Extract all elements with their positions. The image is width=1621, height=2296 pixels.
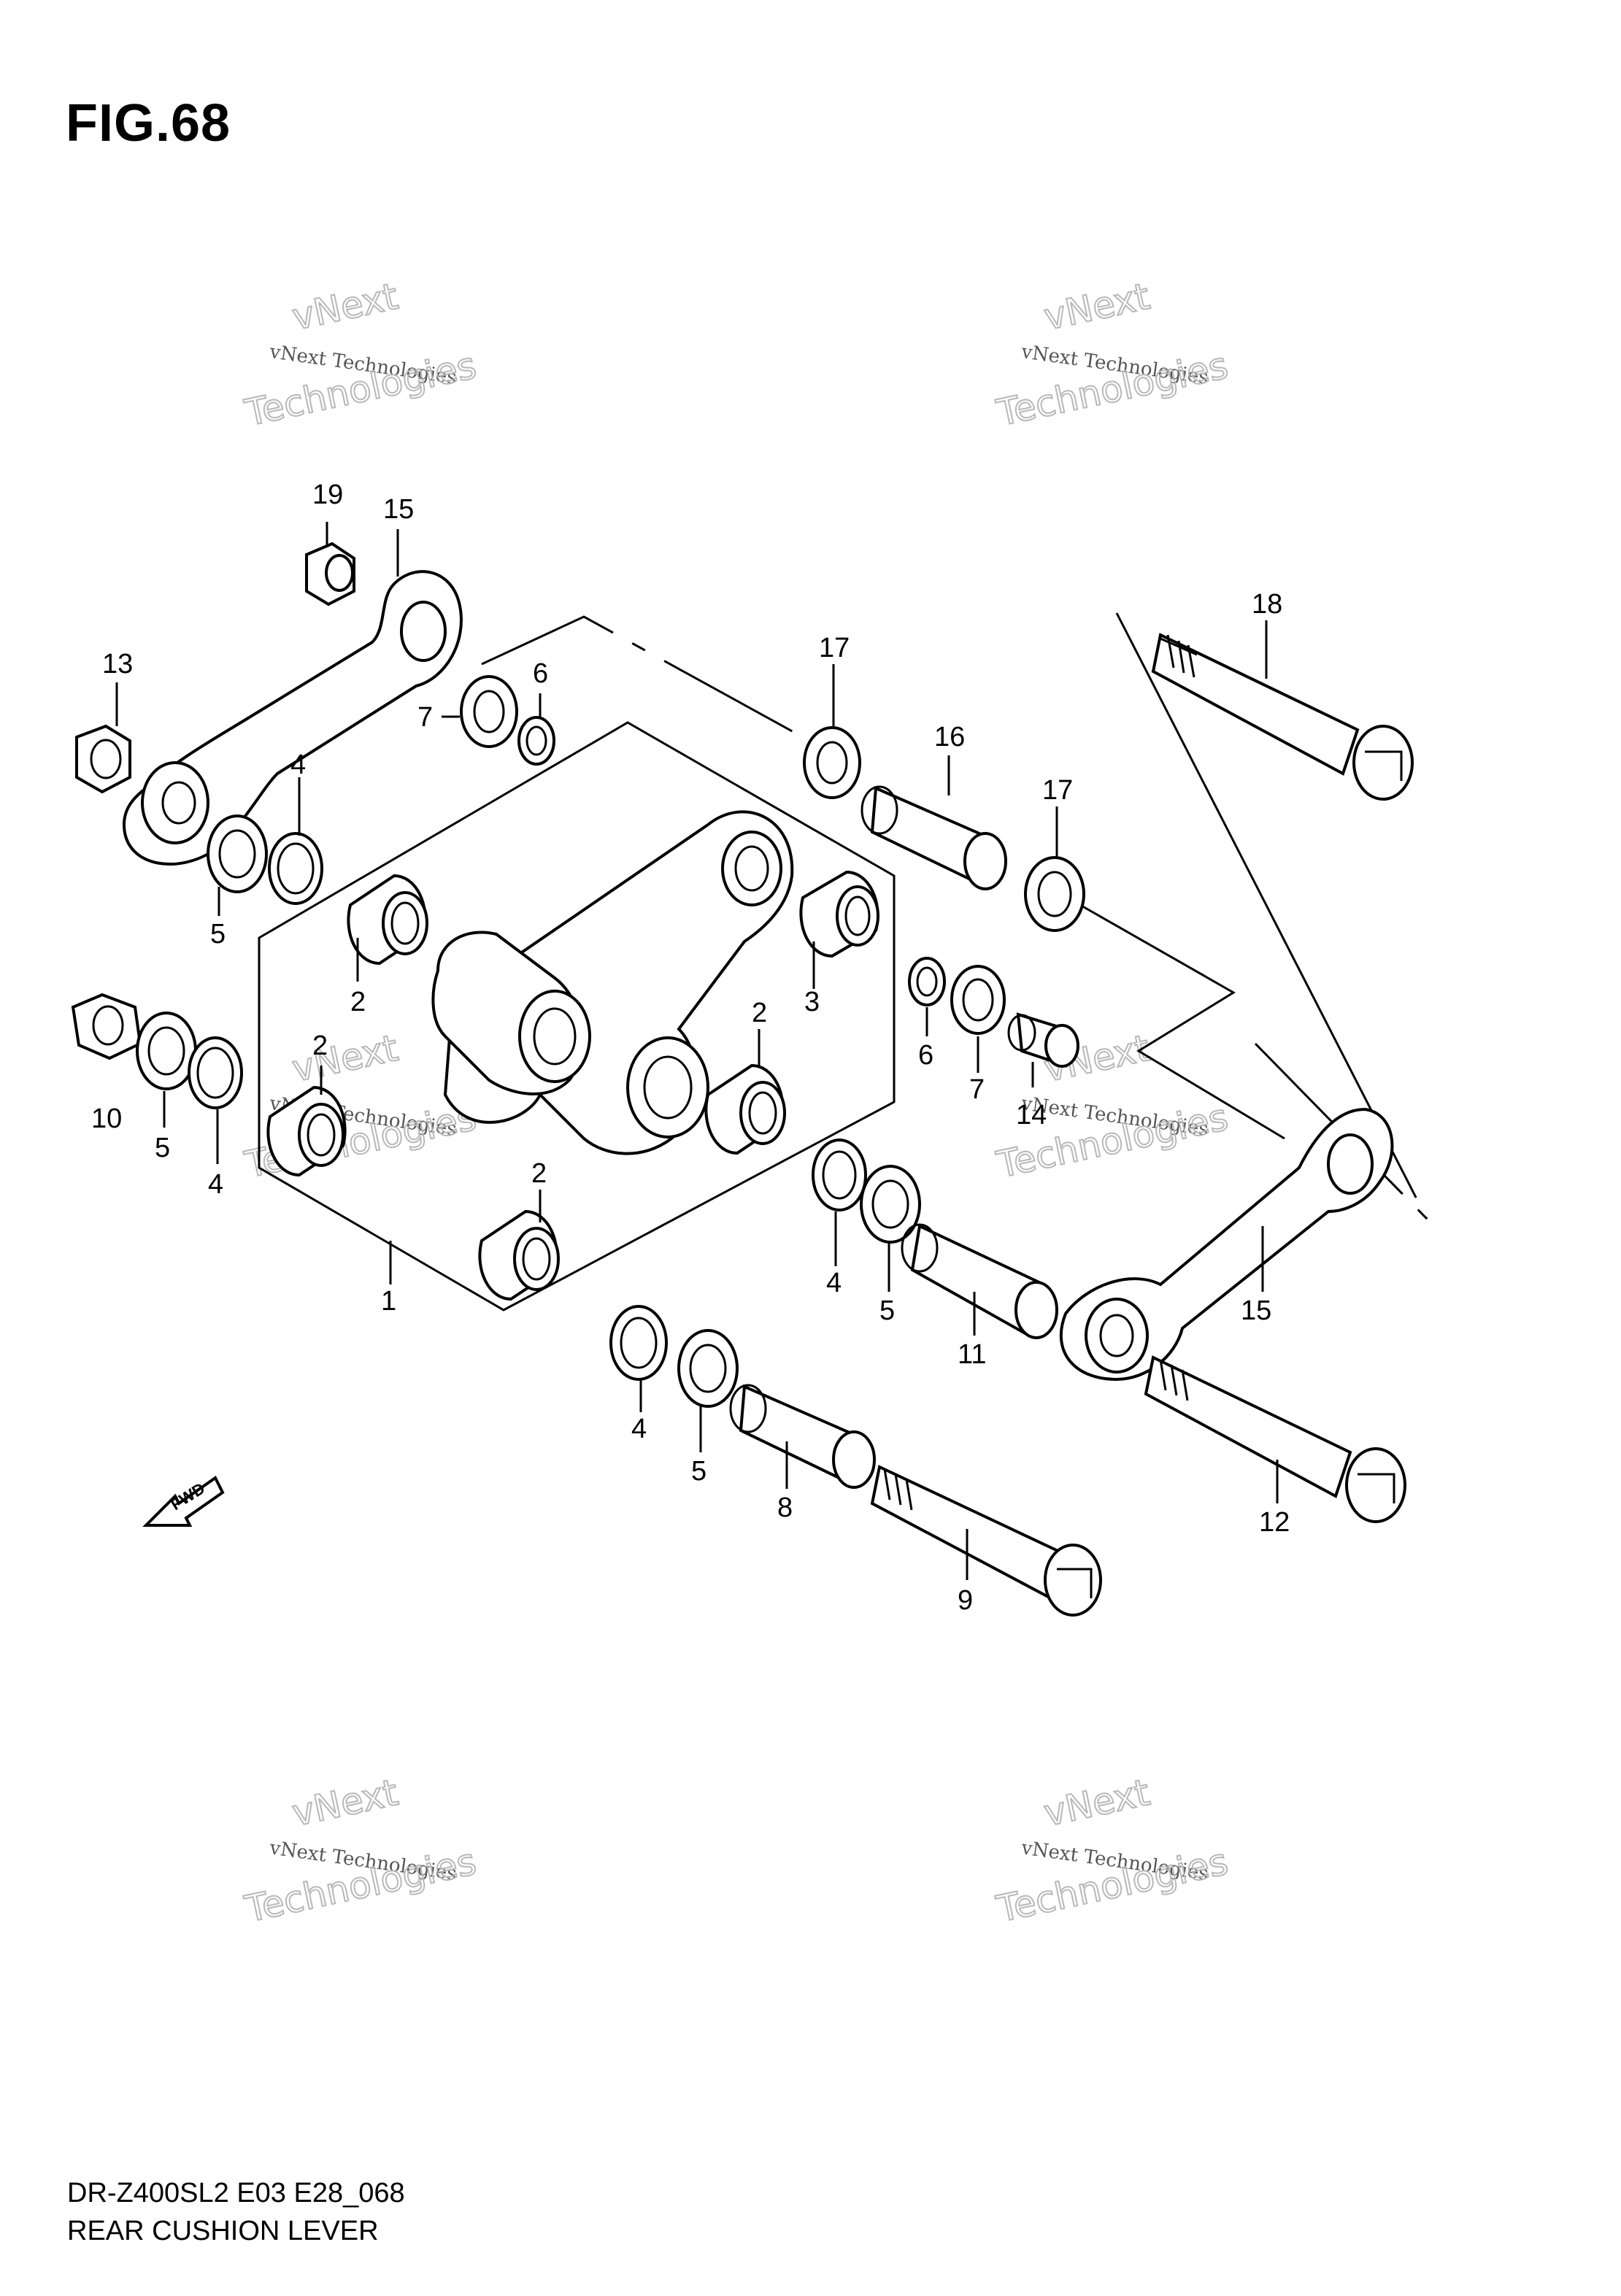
- part-16-spacer[interactable]: [860, 785, 1007, 890]
- callout-15-lower: 15: [1241, 1295, 1271, 1326]
- part-6-seal-right[interactable]: [908, 957, 946, 1006]
- callout-3: 3: [804, 987, 820, 1017]
- callout-6-right: 6: [918, 1040, 933, 1071]
- callout-14: 14: [1016, 1100, 1047, 1130]
- part-14-collar[interactable]: [1007, 1012, 1079, 1068]
- part-2-bearing-a[interactable]: [347, 874, 428, 966]
- callout-17-upper: 17: [819, 633, 850, 663]
- part-17-washer-upper[interactable]: [803, 726, 861, 799]
- part-10-nut[interactable]: [71, 993, 142, 1060]
- callout-7-right: 7: [969, 1074, 985, 1105]
- part-15-cushion-rod-lower[interactable]: [1059, 1107, 1394, 1382]
- fwd-arrow-icon: FWD: [142, 1476, 225, 1527]
- callout-4-left: 4: [208, 1169, 223, 1200]
- part-9-bolt[interactable]: [870, 1465, 1102, 1617]
- part-19-nut[interactable]: [305, 542, 355, 606]
- part-8-spacer[interactable]: [729, 1384, 876, 1489]
- callout-5-upper-left: 5: [210, 919, 226, 949]
- callout-9: 9: [958, 1585, 973, 1616]
- callout-18: 18: [1252, 589, 1282, 620]
- callout-17-lower: 17: [1042, 775, 1073, 806]
- leader-lines: [115, 522, 1279, 1580]
- part-4-seal-left[interactable]: [188, 1036, 243, 1109]
- svg-text:vNext: vNext: [1040, 275, 1153, 339]
- diagram-name: REAR CUSHION LEVER: [67, 2216, 379, 2246]
- callout-1: 1: [381, 1286, 396, 1317]
- callout-7-upper: 7: [417, 702, 433, 733]
- part-5-washer-upper-left[interactable]: [207, 814, 268, 893]
- part-4-seal-bottom[interactable]: [609, 1305, 668, 1381]
- callout-11: 11: [958, 1339, 986, 1370]
- svg-text:vNext: vNext: [1040, 1771, 1153, 1835]
- part-17-washer-lower[interactable]: [1024, 856, 1085, 932]
- svg-text:vNext: vNext: [288, 1027, 401, 1090]
- part-5-washer-center[interactable]: [860, 1165, 921, 1244]
- part-5-washer-left[interactable]: [136, 1012, 197, 1090]
- link-assembly-frame: [481, 615, 804, 739]
- watermark: vNext vNext Technologies Technologies: [992, 274, 1232, 436]
- lever-assembly-frame: [258, 721, 896, 1311]
- callout-2-b: 2: [312, 1030, 328, 1061]
- part-7-washer-upper[interactable]: [460, 675, 518, 748]
- part-13-nut[interactable]: [75, 724, 131, 794]
- callout-12: 12: [1259, 1507, 1290, 1538]
- callout-labels: 19 15 13 6 7 4 5 17 16 17 18 2 3 6 7 14 …: [91, 479, 1290, 1616]
- callout-16: 16: [934, 722, 965, 752]
- callout-4-upper-left: 4: [290, 750, 306, 780]
- svg-text:vNext: vNext: [288, 1771, 401, 1835]
- part-5-washer-bottom[interactable]: [677, 1329, 739, 1408]
- watermark: vNext vNext Technologies Technologies: [240, 274, 480, 436]
- callout-6-upper: 6: [533, 658, 548, 689]
- figure-title: FIG.68: [66, 94, 231, 153]
- callout-2-a: 2: [350, 987, 366, 1017]
- callout-15-upper: 15: [383, 494, 414, 525]
- watermark: vNext vNext Technologies Technologies: [992, 1771, 1232, 1932]
- svg-text:vNext: vNext: [288, 275, 401, 339]
- part-3-bearing[interactable]: [799, 870, 879, 958]
- callout-4-center: 4: [826, 1268, 842, 1298]
- model-code: DR-Z400SL2 E03 E28_068: [67, 2178, 405, 2208]
- watermark: vNext vNext Technologies Technologies: [240, 1771, 480, 1932]
- part-1-cushion-lever[interactable]: [431, 810, 794, 1155]
- right-bolt-frame: [1115, 612, 1428, 1220]
- part-6-seal-upper[interactable]: [517, 716, 555, 766]
- callout-19: 19: [312, 479, 343, 510]
- part-4-seal-center[interactable]: [812, 1139, 867, 1211]
- part-2-bearing-d[interactable]: [478, 1209, 560, 1301]
- callout-8: 8: [777, 1492, 793, 1523]
- part-18-bolt[interactable]: [1151, 633, 1414, 801]
- collar-guide: [1079, 904, 1285, 1140]
- part-7-washer-right[interactable]: [950, 965, 1006, 1035]
- callout-5-center: 5: [879, 1295, 895, 1326]
- callout-5-left: 5: [155, 1133, 170, 1163]
- callout-13: 13: [102, 649, 133, 679]
- part-12-bolt[interactable]: [1144, 1355, 1406, 1523]
- part-4-seal-upper-left[interactable]: [268, 832, 323, 905]
- part-2-bearing-c[interactable]: [704, 1063, 786, 1155]
- callout-10: 10: [91, 1103, 122, 1134]
- callout-2-c: 2: [752, 998, 767, 1028]
- callout-2-d: 2: [531, 1158, 547, 1189]
- callout-5-bottom: 5: [691, 1456, 706, 1487]
- part-11-spacer[interactable]: [901, 1223, 1058, 1339]
- part-15-cushion-rod-upper[interactable]: [122, 570, 463, 866]
- callout-4-bottom: 4: [631, 1414, 647, 1444]
- part-2-bearing-b[interactable]: [266, 1085, 347, 1177]
